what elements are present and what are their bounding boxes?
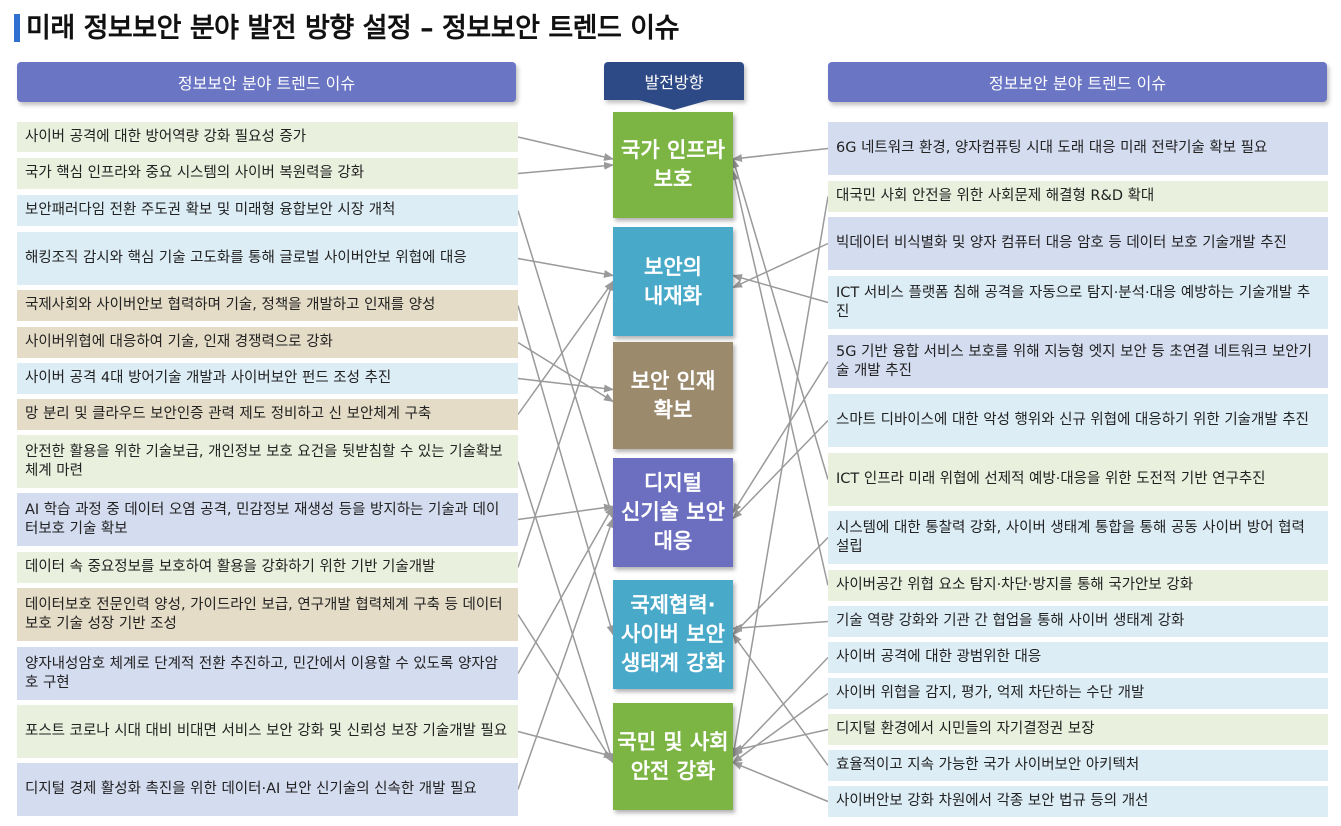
left-issue-item: 양자내성암호 체계로 단계적 전환 추진하고, 민간에서 이용할 수 있도록 양…: [17, 647, 518, 700]
direction-box: 보안의 내재화: [613, 227, 733, 336]
connector-arrow: [732, 761, 829, 803]
connector-arrow: [517, 136, 614, 161]
right-issue-item: 시스템에 대한 통찰력 강화, 사이버 생태계 통합을 통해 공동 사이버 방어…: [828, 511, 1328, 564]
direction-box: 국가 인프라 보호: [613, 112, 733, 218]
right-issue-item: 효율적이고 지속 가능한 국가 사이버보안 아키텍처: [828, 750, 1328, 781]
connector-arrow: [517, 517, 614, 790]
connector-arrow: [517, 341, 614, 403]
left-issue-item: AI 학습 과정 중 데이터 오염 공격, 민감정보 재생성 등을 방지하는 기…: [17, 493, 518, 546]
direction-box: 보안 인재 확보: [613, 342, 733, 449]
left-issue-item: 보안패러다임 전환 주도권 확보 및 미래형 융합보안 시장 개척: [17, 195, 518, 226]
connector-arrow: [732, 620, 829, 632]
left-issue-item: 안전한 활용을 위한 기술보급, 개인정보 보호 요건을 뒷받침할 수 있는 기…: [17, 435, 518, 488]
left-issue-item: 망 분리 및 클라우드 보안인증 관력 제도 정비하고 신 보안체계 구축: [17, 399, 518, 430]
right-issue-item: 빅데이터 비식별화 및 양자 컴퓨터 대응 암호 등 데이터 보호 기술개발 추…: [828, 217, 1328, 270]
connector-arrow: [517, 377, 614, 393]
left-issue-item: 디지털 경제 활성화 촉진을 위한 데이터·AI 보안 신기술의 신속한 개발 …: [17, 763, 518, 816]
left-issue-item: 사이버 공격에 대한 방어역량 강화 필요성 증가: [17, 122, 518, 152]
connector-arrow: [517, 614, 614, 764]
left-issue-item: 데이터보호 전문인력 양성, 가이드라인 보급, 연구개발 협력체계 구축 등 …: [17, 588, 518, 641]
direction-box: 국민 및 사회 안전 강화: [613, 703, 733, 810]
left-issue-item: 사이버 공격 4대 방어기술 개발과 사이버보안 펀드 조성 추진: [17, 363, 518, 394]
connector-arrow: [732, 536, 829, 636]
right-issue-item: 사이버 공격에 대한 광범위한 대응: [828, 642, 1328, 673]
connector-arrow: [517, 280, 614, 415]
right-issue-item: 사이버 위협을 감지, 평가, 억제 차단하는 수단 개발: [828, 678, 1328, 709]
right-issue-item: 사이버안보 강화 차원에서 각종 보안 법규 등의 개선: [828, 786, 1328, 817]
right-issue-item: 사이버공간 위협 요소 탐지·차단·방지를 통해 국가안보 강화: [828, 570, 1328, 601]
left-issue-item: 데이터 속 중요정보를 보호하여 활용을 강화하기 위한 기반 기술개발: [17, 552, 518, 583]
connector-arrow: [731, 158, 829, 480]
connector-arrow: [731, 170, 829, 586]
right-issue-item: 스마트 디바이스에 대한 악성 행위와 신규 위협에 대응하기 위한 기술개발 …: [828, 394, 1328, 447]
connector-arrow: [732, 692, 829, 764]
right-issue-item: ICT 인프라 미래 위협에 선제적 예방·대응을 위한 도전적 기반 연구추진: [828, 453, 1328, 506]
left-issue-item: 해킹조직 감시와 핵심 기술 고도화를 통해 글로벌 사이버안보 위협에 대응: [17, 232, 518, 285]
connector-arrow: [732, 147, 829, 162]
center-header: 발전방향: [604, 62, 744, 110]
connector-arrow: [732, 633, 829, 766]
page-title: 미래 정보보안 분야 발전 방향 설정 – 정보보안 트렌드 이슈: [26, 13, 679, 44]
connector-arrow: [730, 196, 829, 758]
right-issue-item: ICT 서비스 플랫폼 침해 공격을 자동으로 탐지·분석·대응 예방하는 기술…: [828, 276, 1328, 329]
connector-arrow: [517, 461, 615, 764]
connector-arrow: [517, 305, 615, 636]
connector-arrow: [732, 656, 829, 758]
connector-arrow: [517, 730, 614, 759]
left-issue-item: 국가 핵심 인프라와 중요 시스템의 사이버 복원력을 강화: [17, 158, 518, 189]
connector-arrow: [732, 274, 829, 304]
right-issue-item: 기술 역량 강화와 기관 간 협업을 통해 사이버 생태계 강화: [828, 606, 1328, 637]
left-issue-item: 국제사회와 사이버안보 협력하며 기술, 정책을 개발하고 인재를 양성: [17, 290, 518, 321]
left-header: 정보보안 분야 트렌드 이슈: [17, 62, 516, 102]
connector-arrow: [517, 161, 614, 175]
direction-box: 국제협력· 사이버 보안 생태계 강화: [613, 580, 733, 689]
connector-arrow: [732, 728, 829, 753]
left-issue-item: 사이버위협에 대응하여 기술, 인재 경쟁력으로 강화: [17, 327, 518, 358]
right-issue-item: 5G 기반 융합 서비스 보호를 위해 지능형 엣지 보안 등 초연결 네트워크…: [828, 335, 1328, 388]
right-issue-item: 대국민 사회 안전을 위한 사회문제 해결형 R&D 확대: [828, 181, 1328, 212]
direction-box: 디지털 신기술 보안 대응: [613, 458, 733, 567]
right-issue-item: 6G 네트워크 환경, 양자컴퓨팅 시대 도래 대응 미래 전략기술 확보 필요: [828, 122, 1328, 175]
left-issue-item: 포스트 코로나 시대 대비 비대면 서비스 보안 강화 및 신뢰성 보장 기술개…: [17, 705, 518, 758]
connector-arrow: [517, 503, 614, 521]
connector-arrow: [517, 280, 614, 568]
connector-arrow: [517, 505, 614, 674]
connector-arrow: [732, 361, 829, 514]
right-header: 정보보안 분야 트렌드 이슈: [828, 62, 1327, 102]
title-accent-bar: [14, 14, 20, 42]
right-issue-item: 디지털 환경에서 시민들의 자기결정권 보장: [828, 714, 1328, 745]
connector-arrow: [732, 419, 829, 520]
connector-arrow: [517, 257, 614, 278]
